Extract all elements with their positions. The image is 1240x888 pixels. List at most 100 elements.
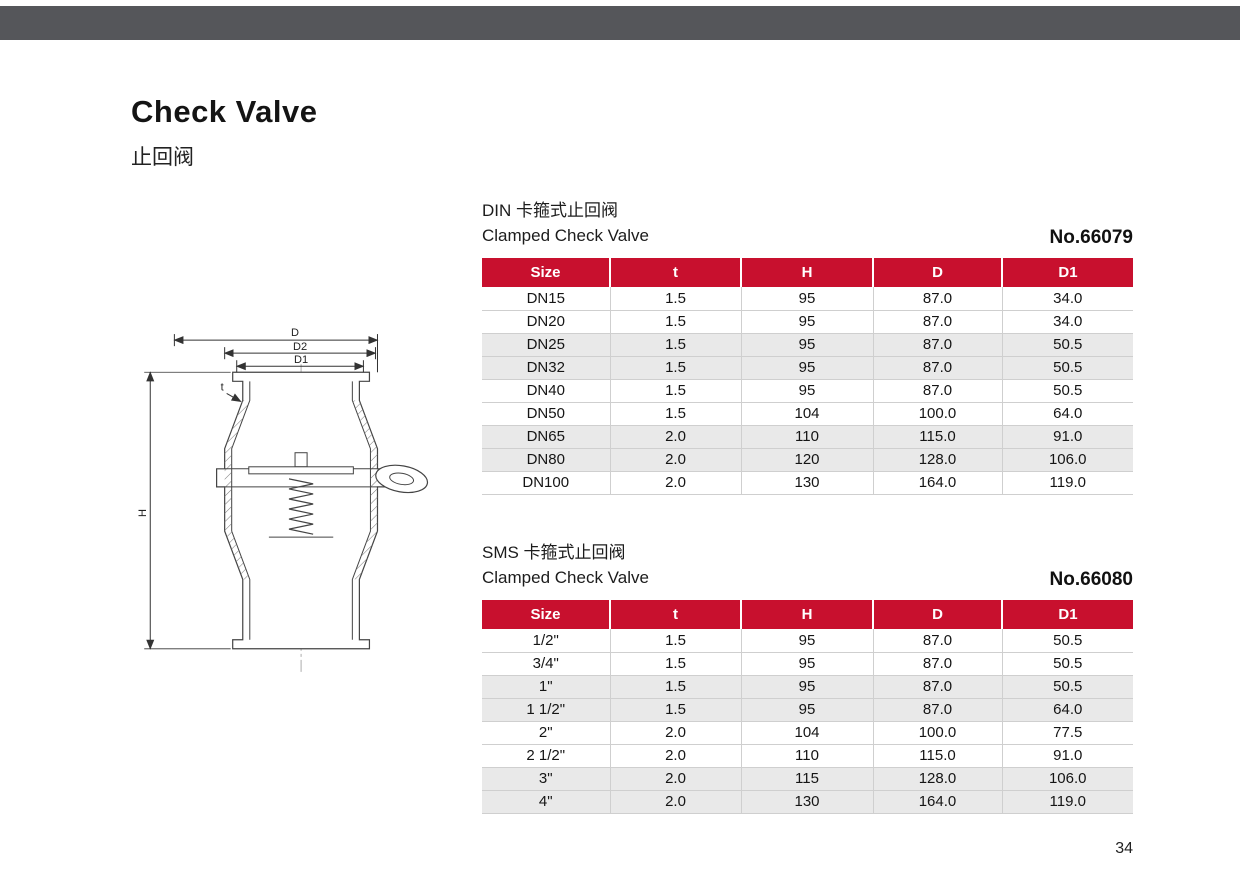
table-cell: 1.5 [609,629,742,653]
table-cell: 1.5 [609,356,742,380]
hatch-right [352,400,378,580]
table-cell: DN100 [482,471,611,495]
section-din-header: DIN 卡箍式止回阀 Clamped Check Valve No.66079 [482,198,1133,252]
table-cell: 119.0 [1001,790,1133,814]
valve-cross-section-svg: D D2 D1 t H [137,327,429,674]
top-bar [0,6,1240,40]
table-cell: 100.0 [872,721,1003,745]
table-cell: 50.5 [1001,629,1133,653]
page-number: 34 [1115,840,1133,857]
table-cell: DN25 [482,333,611,357]
table-cell: 164.0 [872,471,1003,495]
table-cell: 95 [740,379,874,403]
table-cell: 91.0 [1001,744,1133,768]
model-number: No.66080 [1049,569,1133,590]
table-cell: DN65 [482,425,611,449]
table-cell: 110 [740,744,874,768]
column-header: D1 [1001,600,1133,629]
section-heading-en: Clamped Check Valve [482,226,649,245]
table-cell: 87.0 [872,356,1003,380]
column-header: H [740,600,873,629]
table-cell: 34.0 [1001,310,1133,334]
valve-disc [248,466,354,475]
column-header: D1 [1001,258,1133,287]
table-cell: 50.5 [1001,356,1133,380]
spring [288,478,314,535]
table-cell: 50.5 [1001,652,1133,676]
table-cell: 1.5 [609,652,742,676]
dim-leader-t [226,392,242,402]
table-cell: 87.0 [872,675,1003,699]
table-cell: 87.0 [872,287,1003,311]
table-cell: 77.5 [1001,721,1133,745]
table-cell: 1/2" [482,629,611,653]
table-cell: 95 [740,652,874,676]
table-cell: 1.5 [609,310,742,334]
table-cell: DN20 [482,310,611,334]
table-cell: 87.0 [872,379,1003,403]
table-cell: 1.5 [609,675,742,699]
table-cell: 106.0 [1001,767,1133,791]
table-cell: 104 [740,402,874,426]
table-cell: 95 [740,287,874,311]
table-cell: 110 [740,425,874,449]
column-header: t [609,600,741,629]
clamp-lug [375,464,429,494]
table-cell: 91.0 [1001,425,1133,449]
column-header: Size [482,258,610,287]
table-cell: 100.0 [872,402,1003,426]
table-cell: 87.0 [872,629,1003,653]
table-cell: DN40 [482,379,611,403]
section-sms-header: SMS 卡箍式止回阀 Clamped Check Valve No.66080 [482,540,1133,594]
section-heading-en: Clamped Check Valve [482,568,649,587]
table-cell: 95 [740,675,874,699]
column-header: D [872,600,1002,629]
table-cell: 130 [740,471,874,495]
table-cell: 115 [740,767,874,791]
table-cell: DN15 [482,287,611,311]
table-cell: 3/4" [482,652,611,676]
table-cell: 2 1/2" [482,744,611,768]
dim-label-d: D [291,327,299,339]
table-cell: 1.5 [609,698,742,722]
table-cell: 1" [482,675,611,699]
table-cell: 64.0 [1001,402,1133,426]
column-header: D [872,258,1002,287]
table-cell: 2.0 [609,790,742,814]
table-cell: 2.0 [609,721,742,745]
table-cell: 106.0 [1001,448,1133,472]
table-cell: 95 [740,333,874,357]
section-heading-cn: SMS 卡箍式止回阀 [482,543,626,562]
table-cell: 1.5 [609,379,742,403]
valve-stem [294,452,308,468]
table-cell: 87.0 [872,652,1003,676]
table-cell: 87.0 [872,310,1003,334]
table-cell: 1.5 [609,287,742,311]
hatch-left [224,400,250,580]
table-cell: 120 [740,448,874,472]
table-cell: 95 [740,310,874,334]
table-cell: 2" [482,721,611,745]
table-cell: DN80 [482,448,611,472]
table-cell: 50.5 [1001,379,1133,403]
table-cell: 164.0 [872,790,1003,814]
table-cell: 128.0 [872,767,1003,791]
